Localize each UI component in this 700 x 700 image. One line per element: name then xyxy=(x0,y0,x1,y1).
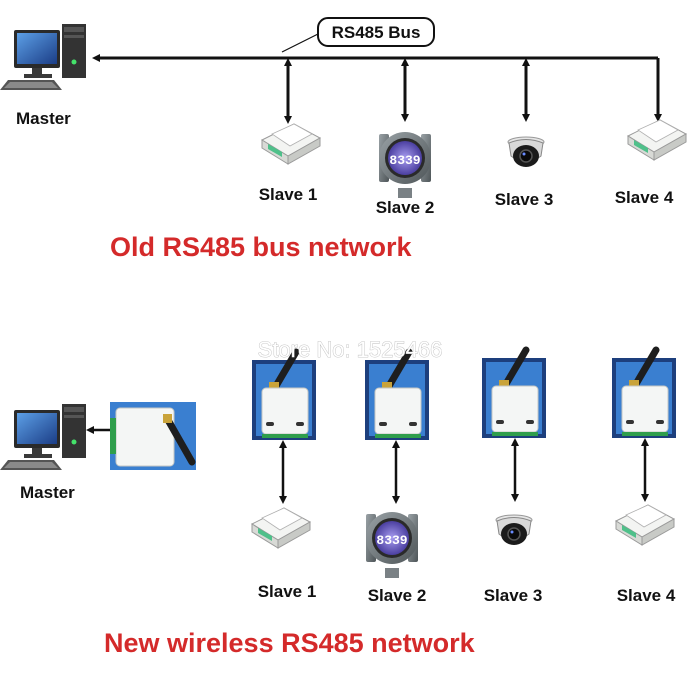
top-slave4-scale-icon xyxy=(627,119,687,161)
bus-label-box xyxy=(317,17,435,47)
bus-label: RS485 Bus xyxy=(332,23,421,42)
top-slave1-label: Slave 1 xyxy=(259,185,318,204)
bottom-slave3-camera-icon xyxy=(495,514,533,546)
bottom-slave4-label: Slave 4 xyxy=(617,586,676,605)
bottom-slave1-scale-icon xyxy=(251,507,311,549)
master-wireless-module-icon xyxy=(110,402,196,470)
top-slave3-camera-icon xyxy=(507,136,545,168)
top-transmitter-reading: 8339 xyxy=(389,153,420,168)
bottom-slave1-label: Slave 1 xyxy=(258,582,317,601)
top-section: Master RS485 Bus 8339 Slave 1 Slave 2 Sl… xyxy=(0,17,687,262)
top-slave1-scale-icon xyxy=(261,123,321,165)
bottom-slave4-scale-icon xyxy=(615,504,675,546)
bottom-section: Master Store No: 1525466 8339 Slave 1 xyxy=(0,337,676,658)
bottom-title: New wireless RS485 network xyxy=(104,628,476,658)
top-master-label: Master xyxy=(16,109,71,128)
top-slave3-label: Slave 3 xyxy=(495,190,554,209)
master-computer-icon xyxy=(0,24,86,90)
bottom-master-computer-icon xyxy=(0,404,86,470)
bottom-slave2-label: Slave 2 xyxy=(368,586,427,605)
slave4-wireless-module-icon xyxy=(612,350,676,438)
slave3-wireless-module-icon xyxy=(482,350,546,438)
slave2-wireless-module-icon xyxy=(365,352,429,440)
store-watermark: Store No: 1525466 xyxy=(258,337,443,362)
top-slave2-label: Slave 2 xyxy=(376,198,435,217)
bottom-slave3-label: Slave 3 xyxy=(484,586,543,605)
bottom-transmitter-reading: 8339 xyxy=(376,533,407,548)
slave1-wireless-module-icon xyxy=(252,352,316,440)
bottom-master-label: Master xyxy=(20,483,75,502)
bus-label-pointer xyxy=(281,31,323,53)
top-slave4-label: Slave 4 xyxy=(615,188,674,207)
top-title: Old RS485 bus network xyxy=(110,232,413,262)
